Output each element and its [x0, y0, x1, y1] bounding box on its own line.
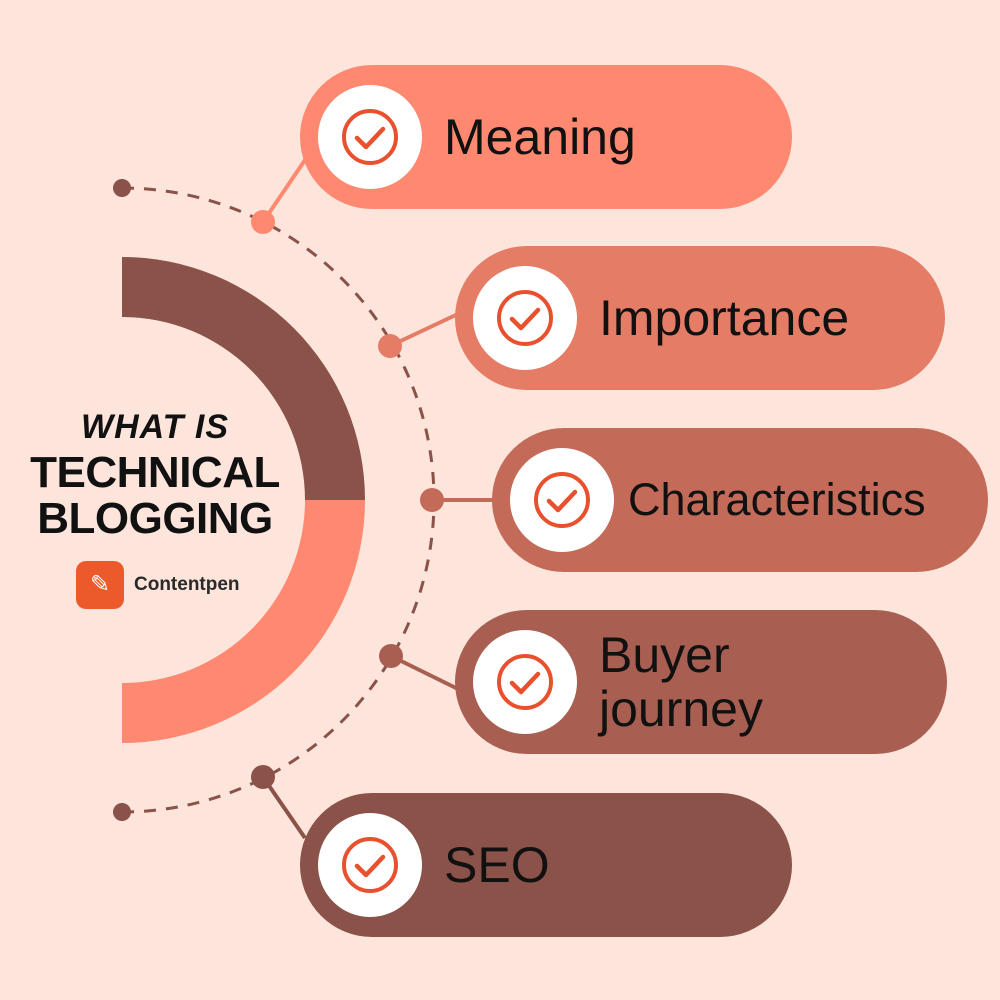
- connector-1: [261, 158, 307, 224]
- item-meaning: Meaning: [300, 65, 792, 209]
- item-importance: Importance: [455, 246, 945, 390]
- item-characteristics: Characteristics: [492, 428, 988, 572]
- connector-dot-2: [378, 334, 402, 358]
- item-label: SEO: [444, 837, 550, 893]
- connector-dot-4: [379, 644, 403, 668]
- brand: ✎ Contentpen: [76, 561, 240, 609]
- title-line-2: TECHNICAL: [30, 448, 280, 497]
- title-block: WHAT IS TECHNICAL BLOGGING: [0, 404, 310, 542]
- connector-dot-1: [251, 210, 275, 234]
- check-circle-icon: [473, 266, 577, 370]
- title-line-1: WHAT IS: [80, 408, 229, 446]
- item-label: Buyer journey: [599, 627, 763, 737]
- connector-2: [389, 311, 461, 348]
- arc-lower-light: [122, 500, 365, 743]
- check-circle-icon: [510, 448, 614, 552]
- connector-5: [261, 775, 307, 840]
- item-label: Characteristics: [628, 474, 926, 525]
- item-label: Meaning: [444, 109, 636, 165]
- connector-dot-5: [251, 765, 275, 789]
- timeline-end-dot-bottom: [113, 803, 131, 821]
- connector-4: [390, 654, 461, 692]
- timeline-end-dot-top: [113, 179, 131, 197]
- item-seo: SEO: [300, 793, 792, 937]
- check-circle-icon: [473, 630, 577, 734]
- pen-sparkle-icon: ✎: [76, 561, 124, 609]
- item-label: Importance: [599, 290, 850, 346]
- connector-dot-3: [420, 488, 444, 512]
- brand-name: Contentpen: [134, 574, 240, 595]
- check-circle-icon: [318, 85, 422, 189]
- arc-upper-dark: [122, 257, 365, 500]
- title-line-3: BLOGGING: [37, 494, 273, 543]
- check-circle-icon: [318, 813, 422, 917]
- item-buyer-journey: Buyer journey: [455, 610, 947, 754]
